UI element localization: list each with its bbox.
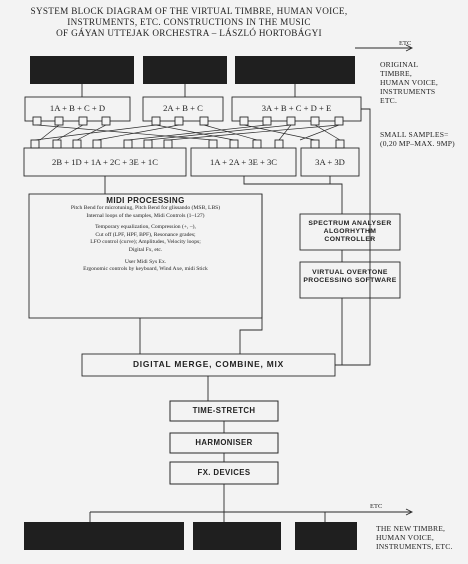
original-label-line: INSTRUMENTS [380,86,436,96]
original-label-line: HUMAN VOICE, [380,77,438,87]
harmoniser-label: HARMONISER [195,438,253,447]
harmoniser-box [169,432,279,454]
overtone-line: VIRTUAL OVERTONE [312,269,388,276]
fx-devices-box [169,461,279,485]
output-bar-3 [295,522,357,550]
time-stretch-box [169,400,279,422]
midi-line: Cut off (LPF, HPF, BPF), Resonance grade… [95,231,196,238]
combo-group-1-label: 2B + 1D + 1A + 2C + 3E + 1C [52,157,158,167]
output-bar-1 [24,522,184,550]
new-timbre-line: HUMAN VOICE, [376,532,434,542]
title-line-3: OF GÁYAN UTTEJAK ORCHESTRA – LÁSZLÓ HORT… [56,27,322,38]
midi-line: Internal loops of the samples, Midi Cont… [86,212,205,219]
merge-box [81,353,336,377]
new-timbre-label: THE NEW TIMBRE, HUMAN VOICE, INSTRUMENTS… [376,524,453,552]
new-timbre-line: INSTRUMENTS, ETC. [376,541,453,551]
diagram-title: SYSTEM BLOCK DIAGRAM OF THE VIRTUAL TIMB… [24,6,354,39]
midi-line: Pitch Bend for microtuning, Pitch Bend f… [70,205,221,211]
combo-group-2-label: 1A + 2A + 3E + 3C [209,157,278,167]
merge-label: DIGITAL MERGE, COMBINE, MIX [132,359,285,369]
spectrum-analyser-label: SPECTRUM ANALYSER ALGORHYTHM CONTROLLER [300,220,400,244]
source-group-1-label: 1A + B + C + D [49,103,106,113]
bottom-etc-label: ETC [370,503,383,510]
lower-sample-squares [30,139,345,149]
small-samples-line: (0,20 MP–MAX. 9MP) [380,138,455,148]
source-bar-1 [30,56,134,84]
midi-line: Ergonomic controls by keyboard, Wind Axe… [83,266,208,273]
spectrum-analyser-box [299,213,401,251]
new-timbre-line: THE NEW TIMBRE, [376,524,446,533]
midi-line: Digital Fx, etc. [128,246,163,253]
source-group-2-label: 2A + B + C [163,103,203,113]
overtone-processing-label: VIRTUAL OVERTONE PROCESSING SOFTWARE [300,269,400,285]
small-samples-line: SMALL SAMPLES= [380,130,449,139]
source-bar-3 [235,56,355,84]
midi-line: Temporary equalization, Compression (+, … [95,224,196,231]
original-label-line: ETC. [380,95,398,105]
source-bar-2 [143,56,227,84]
source-group-3-label: 3A + B + C + D + E [261,103,332,113]
output-bar-2 [193,522,281,550]
bottom-distribution-lines [89,508,414,522]
original-label-line: ORIGINAL [380,60,419,69]
time-stretch-label: TIME-STRETCH [192,406,256,415]
title-line-2: INSTRUMENTS, ETC. CONSTRUCTIONS IN THE M… [67,16,311,27]
fx-devices-label: FX. DEVICES [197,468,251,477]
top-etc-arrow [355,44,414,52]
spectrum-line: ALGORHYTHM CONTROLLER [323,228,377,244]
top-etc-label: ETC [399,40,412,47]
combo-group-3-label: 3A + 3D [315,157,345,167]
midi-line: LFO control (curve); Amplitudes, Velocit… [90,239,201,246]
title-line-1: SYSTEM BLOCK DIAGRAM OF THE VIRTUAL TIMB… [30,6,348,16]
midi-processing-box [28,193,263,319]
cross-wiring [34,124,341,141]
bar-to-group-connectors [81,84,296,97]
original-timbre-label: ORIGINAL TIMBRE, HUMAN VOICE, INSTRUMENT… [380,60,438,106]
overtone-line: PROCESSING SOFTWARE [303,277,397,285]
small-samples-note: SMALL SAMPLES= (0,20 MP–MAX. 9MP) [380,130,455,149]
midi-processing-content: MIDI PROCESSING Pitch Bend for microtuni… [29,194,262,318]
midi-heading: MIDI PROCESSING [106,196,185,205]
spectrum-line: SPECTRUM ANALYSER [308,220,392,227]
original-label-line: TIMBRE, [380,68,412,78]
midi-line: User Midi Sys Ex. [124,258,167,265]
overtone-processing-box [299,261,401,299]
